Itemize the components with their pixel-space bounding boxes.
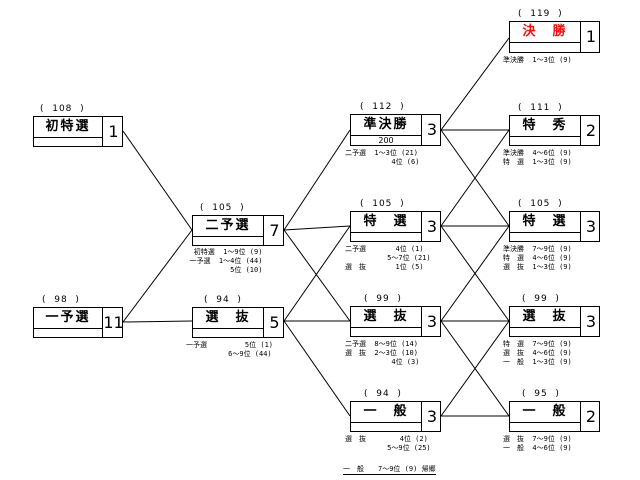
line-senbatsu1-ippan2: [283, 320, 351, 417]
race-box-senbatsu1: 選 抜 5: [192, 307, 284, 338]
race-count: 2: [585, 407, 597, 426]
race-name: 特 選: [522, 214, 568, 229]
race-box-senbatsu3: 選 抜 3: [509, 306, 600, 337]
race-count: 5: [269, 313, 280, 332]
race-name: 特 選: [363, 214, 409, 229]
race-box-kessho: 決 勝 1: [509, 21, 600, 53]
line-senbatsu1-tokusen2: [283, 225, 351, 322]
race-count: 7: [269, 221, 280, 240]
qualify-note: 一予選 5位 (1) 6～9位 (44): [186, 341, 274, 358]
race-box-tokushu: 特 秀 2: [509, 115, 600, 146]
race-name: 準決勝: [363, 117, 409, 132]
race-name: 二予選: [205, 218, 251, 233]
box-paren: ( 112 ): [360, 102, 405, 112]
qualify-note: 準決勝 1～3位 (9): [503, 56, 572, 64]
race-name: 一 般: [363, 404, 409, 419]
box-paren: ( 99 ): [522, 294, 560, 304]
race-box-ippan3: 一 般 2: [509, 401, 600, 432]
race-count: 3: [426, 312, 438, 331]
race-subvalue: 200: [378, 136, 394, 145]
race-name: 初特選: [45, 119, 91, 134]
line-ippan2-senbatsu3: [440, 320, 510, 417]
race-count: 3: [426, 407, 438, 426]
qualify-note: 二予選 1～3位 (21) 4位 (6): [345, 149, 420, 166]
race-box-junkessho: 準決勝 200 3: [350, 114, 441, 146]
line-niyosen-junkessho: [283, 129, 351, 231]
qualify-note: 初特選 1～9位 (9) 一予選 1～4位 (44) 5位 (10): [189, 248, 263, 274]
qualify-note: 準決勝 7～9位 (9) 特 選 4～6位 (9) 選 抜 1～3位 (9): [503, 245, 572, 271]
line-ichiyosen-senbatsu1: [122, 320, 193, 323]
race-name: 決 勝: [522, 24, 568, 39]
qualify-note: 選 抜 4位 (2) 5～9位 (25): [345, 435, 431, 452]
box-paren: ( 95 ): [522, 389, 560, 399]
qualify-note: 準決勝 4～6位 (9) 特 選 1～3位 (9): [503, 149, 572, 166]
box-paren: ( 105 ): [518, 199, 563, 209]
race-count: 1: [108, 122, 119, 141]
race-box-ichiyosen: 一予選 11: [33, 307, 124, 338]
box-paren: ( 99 ): [364, 294, 402, 304]
line-junkessho-kessho: [440, 37, 510, 131]
race-box-tokusen2: 特 選 3: [350, 211, 441, 242]
qualify-note: 二予選 8～9位 (14) 選 抜 2～3位 (10) 4位 (3): [345, 340, 420, 366]
box-paren: ( 105 ): [200, 203, 245, 213]
race-count: 11: [103, 313, 124, 332]
race-box-senbatsu2: 選 抜 3: [350, 306, 441, 337]
line-niyosen-senbatsu2: [283, 229, 351, 322]
race-name: 一予選: [45, 310, 91, 325]
race-box-tokusen3: 特 選 3: [509, 211, 600, 242]
line-niyosen-tokusen2: [283, 225, 351, 231]
race-name: 選 抜: [522, 309, 568, 324]
box-paren: ( 94 ): [364, 389, 402, 399]
qualify-note: 特 選 7～9位 (9) 選 抜 4～6位 (9) 一 般 1～3位 (9): [503, 340, 572, 366]
qualify-note: 二予選 4位 (1) 5～7位 (21) 選 抜 1位 (5): [345, 245, 431, 271]
line-ichiyosen-niyosen: [122, 229, 193, 323]
box-paren: ( 105 ): [360, 199, 405, 209]
box-paren: ( 119 ): [518, 9, 563, 19]
qualify-note: 選 抜 7～9位 (9) 一 般 4～6位 (9): [503, 435, 572, 452]
race-count: 2: [585, 121, 597, 140]
line-senbatsu2-tokusen3: [440, 225, 510, 322]
race-name: 一 般: [522, 404, 568, 419]
footer-note: 一 般 7～9位 (9) 帰郷: [343, 465, 436, 475]
box-paren: ( 94 ): [204, 295, 242, 305]
race-name: 選 抜: [363, 309, 409, 324]
race-count: 3: [585, 312, 597, 331]
race-box-niyosen: 二予選 7: [192, 215, 284, 246]
race-count: 3: [585, 217, 597, 236]
box-paren: ( 108 ): [40, 104, 85, 114]
race-count: 3: [426, 217, 438, 236]
race-box-shotokusen: 初特選 1: [33, 116, 123, 147]
race-count: 3: [426, 120, 438, 139]
race-box-ippan2: 一 般 3: [350, 401, 441, 432]
box-paren: ( 111 ): [518, 103, 563, 113]
box-paren: ( 98 ): [42, 295, 80, 305]
race-count: 1: [585, 27, 597, 46]
race-name: 選 抜: [205, 310, 251, 325]
line-shotokusen-niyosen: [122, 130, 193, 231]
race-name: 特 秀: [522, 118, 568, 133]
line-tokusen2-tokushu: [440, 129, 510, 227]
